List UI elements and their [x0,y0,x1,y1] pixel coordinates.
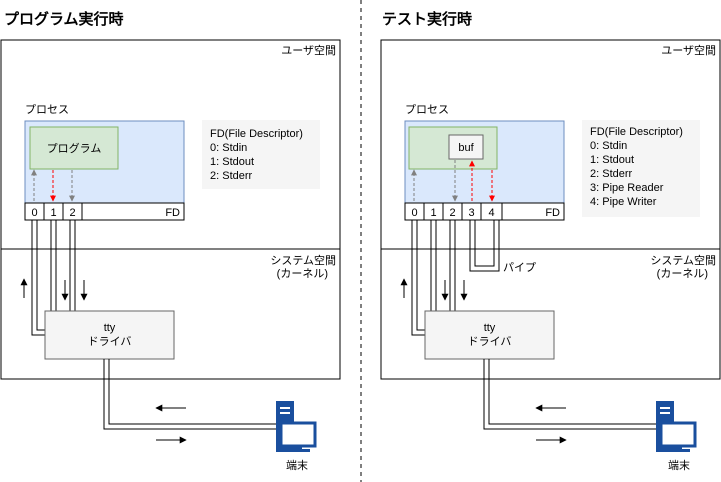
left-fd-label: FD [165,207,180,219]
left-fd-bar: 0 1 2 FD [24,202,185,221]
left-fd-info-3: 2: Stderr [210,170,253,182]
left-terminal-icon [276,401,317,452]
right-fd-info-1: 0: Stdin [590,140,627,152]
right-fd-bar: 0 1 2 3 4 FD [404,202,565,221]
right-fd-info-0: FD(File Descriptor) [590,126,683,138]
left-tty-label: tty [104,322,116,334]
right-fd-label: FD [545,207,560,219]
left-fd-info-2: 1: Stdout [210,156,254,168]
left-program-box [29,126,119,170]
left-process-label: プロセス [25,103,69,116]
right-fd-3: 3 [468,207,474,219]
left-title: プログラム実行時 [4,10,124,28]
left-tty-box [44,310,175,360]
right-fd-info-3: 2: Stderr [590,168,633,180]
right-terminal-icon [656,401,697,452]
left-kernel-label: (カーネル) [277,267,328,280]
right-buf-box [448,134,484,160]
right-buf-label: buf [458,142,474,154]
right-fd-0: 0 [411,207,417,219]
left-terminal-line [103,359,276,430]
right-fd-info-box [582,120,700,217]
right-kernel-label: (カーネル) [657,267,708,280]
left-fd-info-box [202,120,320,189]
right-tty-label: tty [484,322,496,334]
right-terminal-line [483,359,656,430]
left-user-space-label: ユーザ空間 [281,43,336,57]
right-process-label: プロセス [405,103,449,116]
right-fd-lines [411,220,456,336]
right-pipe-loop [469,220,500,272]
right-fd-2: 2 [449,207,455,219]
left-fd-info-1: 0: Stdin [210,142,247,154]
left-fd-2: 2 [69,207,75,219]
right-fd-info-5: 4: Pipe Writer [590,196,657,208]
left-fd-1: 1 [50,207,56,219]
right-fd-info-4: 3: Pipe Reader [590,182,664,194]
right-fd-1: 1 [430,207,436,219]
left-program-label: プログラム [47,141,102,155]
left-system-space-label: システム空間 [270,253,336,267]
right-panel: テスト実行時 ユーザ空間 プロセス buf 0 1 2 3 4 FD [380,10,721,472]
right-system-space-label: システム空間 [650,253,716,267]
right-fd-4: 4 [488,207,494,219]
right-title: テスト実行時 [382,10,472,28]
left-fd-info-0: FD(File Descriptor) [210,128,303,140]
right-tty-box [424,310,555,360]
right-fd-info-2: 1: Stdout [590,154,634,166]
right-driver-label: ドライバ [468,335,512,348]
left-terminal-label: 端末 [286,458,308,472]
left-panel: プログラム実行時 ユーザ空間 プロセス プログラム 0 1 2 FD FD(Fi… [0,10,341,472]
right-terminal-label: 端末 [668,458,690,472]
left-fd-0: 0 [31,207,37,219]
right-user-space-label: ユーザ空間 [661,43,716,57]
right-pipe-label: パイプ [503,261,536,274]
left-driver-label: ドライバ [88,335,132,348]
